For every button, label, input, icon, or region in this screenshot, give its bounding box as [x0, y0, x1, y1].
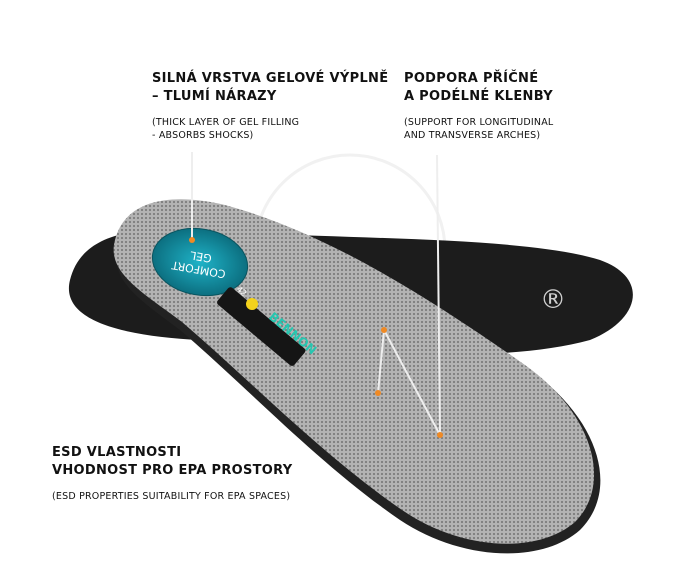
gel-label-line-2: GEL: [188, 248, 212, 265]
callout-arch-title-1: PODPORA PŘÍČNÉ: [404, 71, 539, 86]
callout-dots: [189, 237, 443, 438]
registered-mark: ®: [540, 285, 566, 315]
callout-esd-title-2: VHODNOST PRO EPA PROSTORY: [52, 463, 293, 478]
callout-gel: SILNÁ VRSTVA GELOVÉ VÝPLNĚ – TLUMÍ NÁRAZ…: [152, 70, 388, 142]
callout-esd-sub-1: (ESD PROPERTIES SUITABILITY FOR EPA SPAC…: [52, 491, 291, 502]
callout-gel-title-1: SILNÁ VRSTVA GELOVÉ VÝPLNĚ: [152, 71, 389, 86]
callout-arch-sub-2: AND TRANSVERSE ARCHES): [404, 130, 541, 141]
callout-gel-sub-1: (THICK LAYER OF GEL FILLING: [152, 117, 300, 128]
callout-esd: ESD VLASTNOSTI VHODNOST PRO EPA PROSTORY…: [52, 444, 292, 503]
callout-arch-sub-1: (SUPPORT FOR LONGITUDINAL: [404, 117, 554, 128]
callout-gel-sub-2: - ABSORBS SHOCKS): [152, 130, 254, 141]
callout-arch: PODPORA PŘÍČNÉ A PODÉLNÉ KLENBY (SUPPORT…: [404, 70, 553, 142]
brand-strip: [217, 287, 306, 366]
esd-symbol: [246, 298, 258, 310]
callout-arch-title-2: A PODÉLNÉ KLENBY: [404, 89, 553, 104]
gel-pad: [151, 227, 249, 297]
callout-esd-title-1: ESD VLASTNOSTI: [52, 445, 182, 460]
callout-lines: [191, 152, 441, 436]
callout-gel-title-2: – TLUMÍ NÁRAZY: [152, 89, 277, 104]
